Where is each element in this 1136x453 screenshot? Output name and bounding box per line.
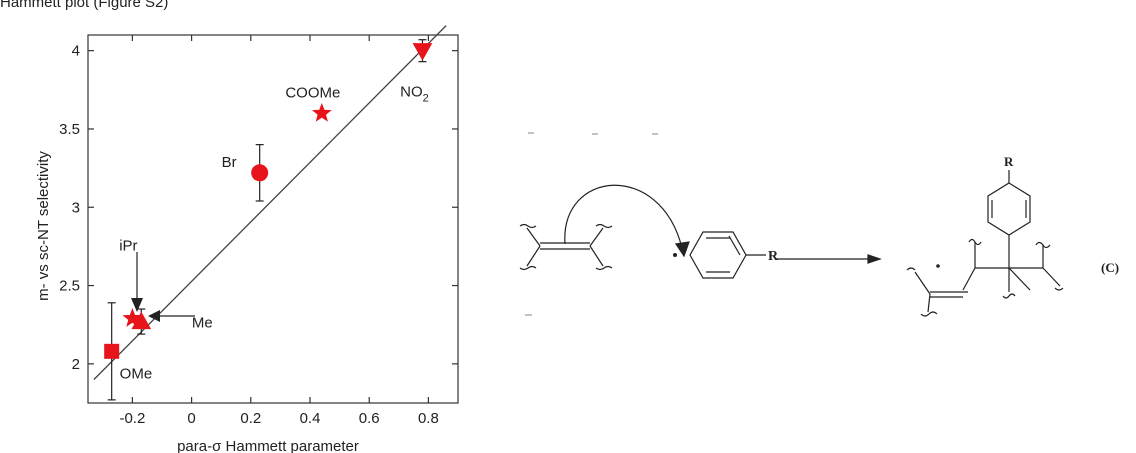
data-point-ipr (122, 307, 143, 327)
data-points (104, 39, 433, 401)
y-tick-label: 3.5 (59, 121, 80, 138)
me-arrowhead (148, 310, 160, 322)
point-label: Me (192, 315, 213, 332)
point-label: Br (222, 154, 237, 171)
marker-star (122, 307, 143, 327)
data-point-ome (104, 302, 120, 401)
x-tick-label: 0.2 (240, 410, 261, 427)
x-axis-ticks: -0.2 0 0.2 0.4 0.6 0.8 (119, 35, 439, 427)
y-tick-label: 3 (72, 199, 80, 216)
marker-triangle-down (412, 43, 433, 61)
attack-arrowhead (674, 241, 690, 258)
product-r-label: R (1004, 154, 1014, 169)
data-point-me (131, 308, 152, 335)
reaction-arrowhead (867, 254, 882, 264)
y-tick-label: 4 (72, 43, 80, 60)
attack-arrow (564, 184, 683, 249)
aryl-radical (673, 231, 766, 279)
plot-frame (87, 34, 459, 404)
x-tick-label: 0.6 (359, 410, 380, 427)
x-tick-label: -0.2 (119, 410, 145, 427)
x-axis-label: para-σ Hammett parameter (177, 438, 359, 453)
radical-dot (673, 253, 677, 257)
ipr-arrowhead (131, 298, 143, 312)
alkene-fragment (519, 223, 613, 271)
x-tick-label: 0 (187, 410, 195, 427)
x-tick-label: 0.8 (418, 410, 439, 427)
marker-circle (251, 164, 269, 182)
point-label: iPr (119, 237, 137, 254)
x-tick-label: 0.4 (300, 410, 321, 427)
marker-triangle (131, 311, 152, 330)
data-point-coome (311, 102, 332, 122)
fit-line (93, 25, 447, 380)
point-label: OMe (120, 365, 153, 382)
radical-r-label: R (768, 249, 779, 264)
data-point-br (251, 144, 269, 202)
y-tick-label: 2.5 (59, 278, 80, 295)
y-tick-label: 2 (72, 356, 80, 373)
y-axis-ticks: 2 2.5 3 3.5 4 (59, 43, 458, 373)
panel-label: (C) (1101, 260, 1119, 275)
data-point-no (412, 39, 433, 63)
y-axis-label: m- vs sc-NT selectivity (35, 151, 52, 301)
figure-caption: Hammett plot (Figure S2) (0, 0, 169, 11)
marker-star (311, 102, 332, 122)
marker-square (104, 343, 120, 359)
point-label: COOMe (285, 84, 340, 101)
point-label: NO2 (400, 84, 429, 105)
reaction-scheme: R R (519, 132, 1119, 317)
product-structure (906, 170, 1064, 317)
